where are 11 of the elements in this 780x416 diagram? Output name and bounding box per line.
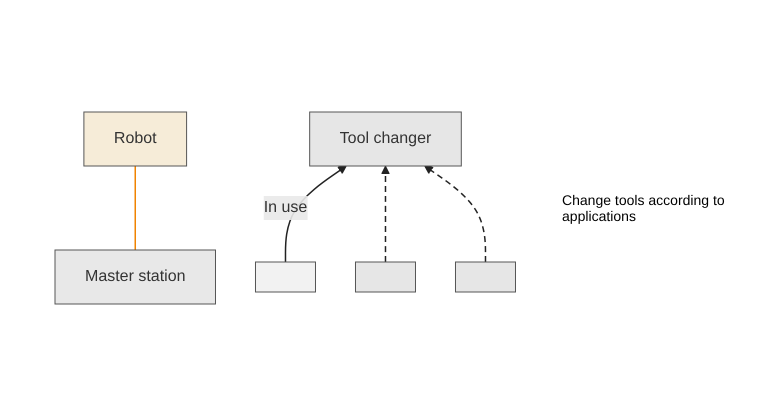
node-box (454, 262, 516, 292)
node-box (354, 262, 416, 292)
note-text: Change tools according to applications (562, 192, 726, 224)
node-box: Master station (54, 250, 216, 304)
arrow (380, 166, 390, 262)
arrow (424, 166, 486, 262)
node-box: Tool changer (308, 112, 462, 166)
node-box (254, 262, 316, 292)
connector (134, 166, 136, 250)
edge-label: In use (263, 199, 308, 216)
node-box: Robot (83, 112, 187, 166)
